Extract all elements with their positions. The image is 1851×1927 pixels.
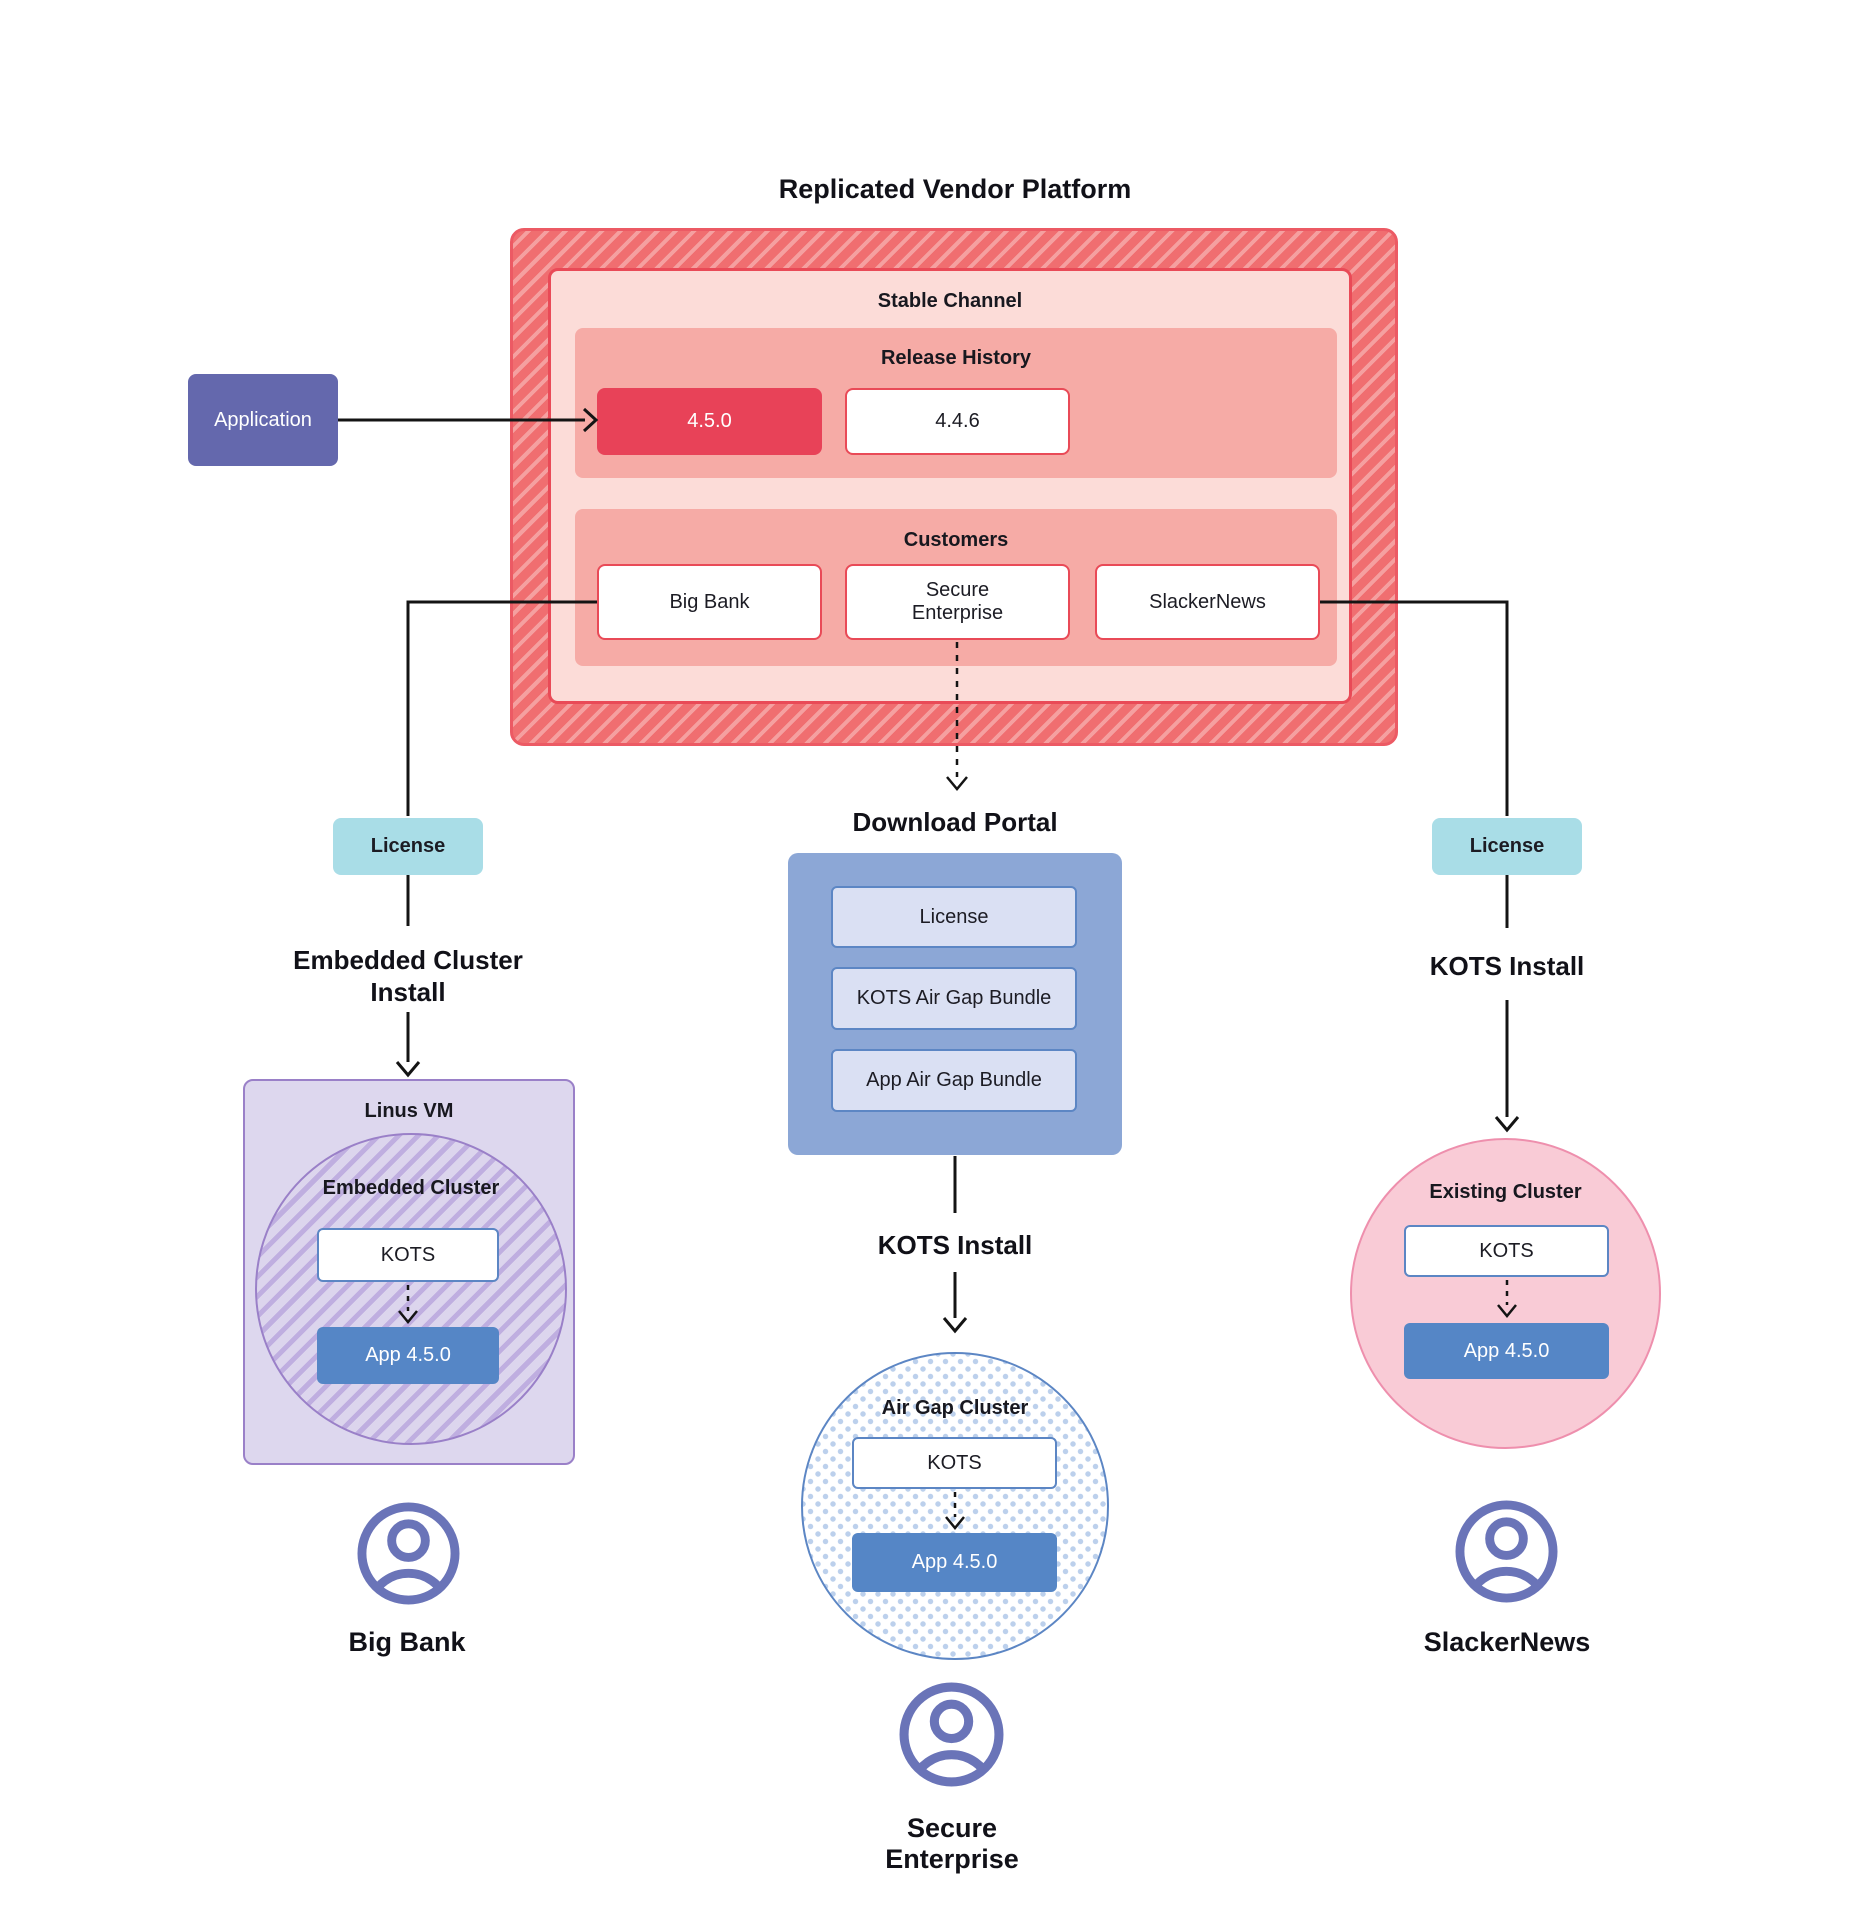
customer-box-slackernews-label: SlackerNews — [1149, 590, 1266, 613]
embedded-cluster-label: Embedded Cluster — [322, 1176, 500, 1199]
kots-install-label-right: KOTS Install — [1429, 951, 1585, 981]
slackernews-name: SlackerNews — [1423, 1626, 1591, 1657]
customer-box-secure-enterprise-label: Secure Enterprise — [911, 579, 1004, 624]
embedded-cluster-install-label: Embedded Cluster Install — [293, 945, 523, 1007]
license-box-left: License — [333, 818, 483, 875]
app-box-right: App 4.5.0 — [1404, 1323, 1609, 1379]
portal-item-license: License — [831, 886, 1077, 948]
page-title: Replicated Vendor Platform — [778, 173, 1132, 204]
customer-box-big-bank-label: Big Bank — [669, 590, 750, 613]
secure-enterprise-name: Secure Enterprise — [859, 1812, 1045, 1876]
stable-channel-label: Stable Channel — [877, 289, 1023, 312]
arrowhead-down-portal — [946, 776, 968, 791]
customer-box-secure-enterprise: Secure Enterprise — [845, 564, 1070, 640]
license-box-right: License — [1432, 818, 1582, 875]
customer-box-slackernews: SlackerNews — [1095, 564, 1320, 640]
arrowhead-down-existing-cluster — [1494, 1116, 1520, 1133]
release-box-current: 4.5.0 — [597, 388, 822, 455]
app-box-middle: App 4.5.0 — [852, 1533, 1057, 1592]
big-bank-name: Big Bank — [348, 1626, 466, 1657]
linus-vm-label: Linus VM — [364, 1099, 454, 1122]
kots-box-middle: KOTS — [852, 1437, 1057, 1489]
release-box-previous: 4.4.6 — [845, 388, 1070, 455]
secure-enterprise-name-text: Secure Enterprise — [885, 1813, 1019, 1874]
secure-enterprise-person-icon — [899, 1682, 1004, 1787]
slackernews-person-icon — [1455, 1500, 1558, 1603]
existing-cluster-label: Existing Cluster — [1429, 1180, 1582, 1203]
kots-box-left: KOTS — [317, 1228, 499, 1282]
existing-cluster-circle — [1350, 1138, 1661, 1449]
embedded-cluster-circle — [255, 1133, 567, 1445]
arrowhead-down-airgap-cluster — [942, 1317, 968, 1334]
portal-item-kots-airgap-bundle: KOTS Air Gap Bundle — [831, 967, 1077, 1030]
download-portal-label: Download Portal — [852, 807, 1058, 837]
customers-label: Customers — [903, 528, 1009, 551]
customer-box-big-bank: Big Bank — [597, 564, 822, 640]
release-history-label: Release History — [880, 346, 1032, 369]
application-box: Application — [188, 374, 338, 466]
app-box-left: App 4.5.0 — [317, 1327, 499, 1384]
big-bank-person-icon — [357, 1502, 460, 1605]
portal-item-app-airgap-bundle: App Air Gap Bundle — [831, 1049, 1077, 1112]
kots-install-label-middle: KOTS Install — [877, 1230, 1033, 1260]
air-gap-cluster-label: Air Gap Cluster — [881, 1396, 1029, 1419]
arrowhead-down-vm — [395, 1061, 421, 1078]
kots-box-right: KOTS — [1404, 1225, 1609, 1277]
